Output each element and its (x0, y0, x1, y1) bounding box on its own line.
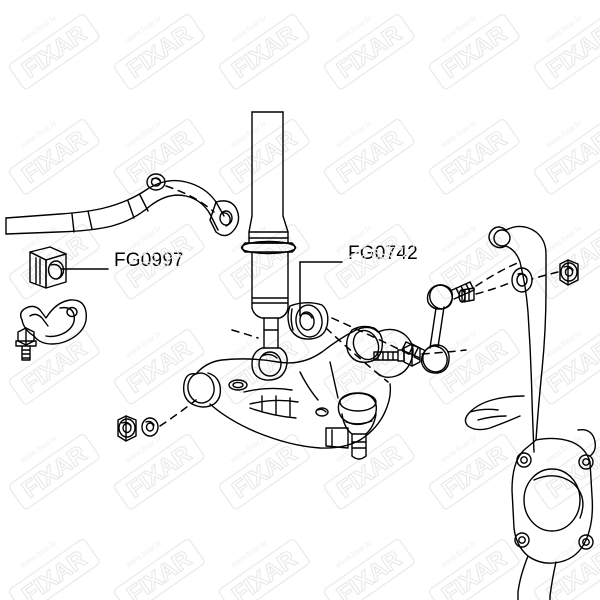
leader-line-fg0742 (299, 261, 343, 317)
